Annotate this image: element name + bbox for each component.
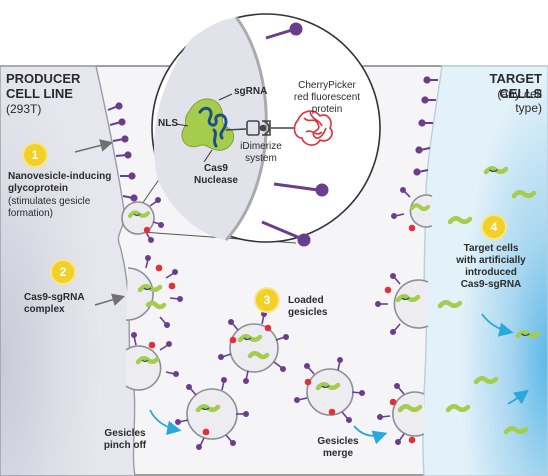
arrow-step1 [74, 139, 114, 153]
zoom-inset [151, 13, 381, 247]
producer-title-line2: CELL LINE [6, 86, 73, 101]
blue-flow-arrows [149, 313, 529, 445]
step-1-note-line2: formation) [8, 208, 54, 219]
step-4-title-line4: Cas9-sgRNA [460, 279, 522, 290]
merging-gesicle-free [293, 356, 365, 423]
target-subtitle-line1: (any cell [497, 87, 542, 101]
producer-glycoproteins [107, 102, 138, 202]
merge-label-line2: merge [322, 448, 353, 459]
merging-gesicle-lower [376, 382, 425, 445]
step-1-badge: 1 [22, 142, 48, 168]
merging-gesicle-middle [374, 272, 429, 335]
merging-gesicle-upper [390, 187, 433, 232]
pinch-off-label-line2: pinch off [103, 440, 147, 451]
step-3-title-line1: Loaded [288, 295, 324, 306]
arrow-step2 [94, 293, 126, 306]
step-3-title-line2: gesicles [288, 307, 328, 318]
step-2-title-line2: complex [24, 304, 65, 315]
idimerize-icon [246, 120, 271, 136]
sgrna-strand [198, 106, 228, 148]
cherry-label-line2: red fluorescent [293, 92, 361, 103]
idimerize-label-line1: iDimerize [240, 141, 282, 152]
pinched-off-gesicle [175, 376, 250, 450]
step-3-badge: 3 [254, 287, 280, 313]
cherry-label-line1: CherryPicker [298, 80, 356, 91]
cas9-label-line2: Nuclease [194, 175, 238, 186]
producer-title-line1: PRODUCER [6, 71, 81, 86]
budding-gesicle-bottom [125, 331, 180, 391]
step-4-title-line1: Target cells [463, 243, 519, 254]
target-subtitle-line2: type) [515, 101, 542, 115]
nls-label: NLS [158, 118, 178, 129]
cherry-label-line3: protein [311, 104, 343, 115]
step-2-badge: 2 [50, 259, 76, 285]
sgrna-label: sgRNA [234, 86, 268, 97]
target-internal-cas9 [437, 166, 541, 435]
step-4-title-line2: with artificially [456, 255, 526, 266]
step-4-title-line3: introduced [465, 267, 517, 278]
pinch-off-label-line1: Gesicles [104, 428, 146, 439]
cas9-label-line1: Cas9 [204, 163, 228, 174]
target-title: TARGET CELLS [489, 71, 542, 101]
target-glycoproteins [413, 76, 438, 176]
step-1-note-line1: (stimulates gesicle [8, 196, 91, 207]
producer-subtitle: (293T) [6, 102, 42, 116]
loaded-gesicle-middle [218, 310, 289, 384]
step-1-title-line2: glycoprotein [8, 183, 69, 194]
merge-label-line1: Gesicles [317, 436, 359, 447]
budding-gesicle-lower [125, 255, 184, 328]
budding-gesicle-upper [121, 197, 165, 244]
step-2-title-line1: Cas9-sgRNA [24, 292, 85, 303]
cherrypicker-protein-shape [293, 110, 333, 146]
step-4-badge: 4 [481, 214, 507, 240]
step-1-title-line1: Nanovesicle-inducing [8, 171, 112, 182]
idimerize-label-line2: system [245, 153, 277, 164]
